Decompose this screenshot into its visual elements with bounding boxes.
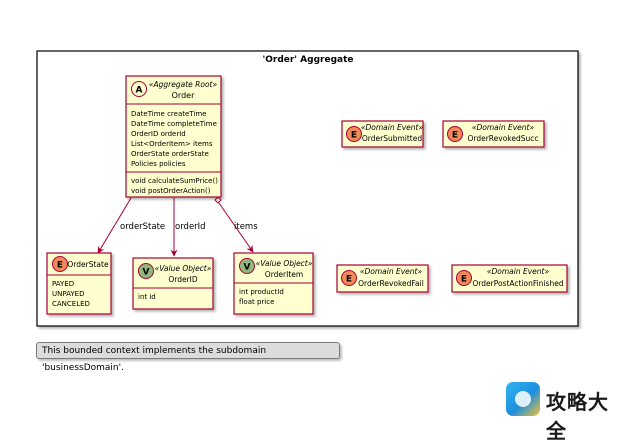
field-product-id: int productId — [239, 288, 284, 296]
glyph-e: E — [452, 131, 458, 141]
method-post-order-action: void postOrderAction() — [131, 187, 211, 195]
domain-event-icon — [346, 126, 362, 142]
glyph-v: V — [143, 268, 150, 278]
bounded-context-note: This bounded context implements the subd… — [36, 342, 340, 373]
stereotype-domain-event: «Domain Event» — [361, 123, 424, 132]
glyph-v: V — [244, 263, 251, 273]
relation-label-order-id: orderId — [175, 222, 206, 232]
glyph-e: E — [461, 275, 467, 285]
event-order-post-action-finished[interactable]: E «Domain Event» OrderPostActionFinished — [451, 264, 568, 293]
field-complete-time: DateTime completeTime — [131, 120, 217, 128]
stereotype-value-object: «Value Object» — [155, 264, 212, 273]
value-object-icon — [239, 258, 255, 274]
enum-value-payed: PAYED — [52, 280, 74, 288]
stereotype-domain-event: «Domain Event» — [487, 267, 550, 276]
glyph-e: E — [57, 261, 63, 271]
field-create-time: DateTime createTime — [131, 110, 206, 118]
aggregate-title: 'Order' Aggregate — [262, 55, 353, 65]
event-name-order-revoked-succ: OrderRevokedSucc — [467, 134, 538, 143]
value-object-order-id[interactable]: V «Value Object» OrderID int id — [132, 257, 214, 310]
glyph-e: E — [351, 131, 357, 141]
enum-value-unpayed: UNPAYED — [52, 290, 84, 298]
relation-label-items: items — [234, 222, 258, 232]
relation-items: items — [214, 196, 258, 253]
field-policies: Policies policies — [131, 160, 186, 168]
domain-event-icon — [456, 270, 472, 286]
stereotype-aggregate-root: «Aggregate Root» — [149, 80, 218, 89]
class-name-order: Order — [172, 91, 195, 100]
field-price: float price — [239, 298, 274, 306]
aggregate-root-icon — [131, 81, 147, 97]
field-int-id: int id — [138, 293, 156, 301]
event-order-revoked-succ[interactable]: E «Domain Event» OrderRevokedSucc — [442, 120, 545, 148]
event-order-revoked-fail[interactable]: E «Domain Event» OrderRevokedFail — [336, 264, 429, 293]
enum-order-state[interactable]: E OrderState PAYED UNPAYED CANCELED — [46, 252, 112, 315]
event-name-order-revoked-fail: OrderRevokedFail — [358, 279, 424, 288]
composition-diamond — [214, 196, 222, 204]
glyph-a: A — [136, 86, 143, 96]
domain-event-icon — [341, 270, 357, 286]
stereotype-domain-event: «Domain Event» — [472, 123, 535, 132]
domain-event-icon — [447, 126, 463, 142]
relation-label-order-state: orderState — [120, 222, 165, 232]
watermark: 攻略大全 — [506, 382, 626, 443]
class-name-order-state: OrderState — [67, 260, 109, 269]
glyph-e: E — [346, 275, 352, 285]
enum-icon — [52, 256, 68, 272]
class-name-order-id: OrderID — [168, 275, 198, 284]
class-name-order-item: OrderItem — [265, 270, 303, 279]
watermark-text: 攻略大全 — [546, 390, 609, 443]
method-calculate-sum-price: void calculateSumPrice() — [131, 177, 218, 185]
value-object-icon — [138, 263, 154, 279]
enum-value-canceled: CANCELED — [52, 300, 90, 308]
relation-order-id: orderId — [170, 198, 206, 257]
uml-diagram: 'Order' Aggregate orderState orderId ite… — [36, 50, 579, 327]
value-object-order-item[interactable]: V «Value Object» OrderItem int productId… — [233, 252, 314, 315]
event-order-submitted[interactable]: E «Domain Event» OrderSubmitted — [341, 120, 424, 148]
field-order-id: OrderID orderId — [131, 130, 186, 138]
field-items: List<OrderItem> items — [131, 140, 213, 148]
watermark-logo-icon — [506, 382, 540, 416]
class-order[interactable]: A «Aggregate Root» Order DateTime create… — [125, 75, 222, 198]
field-order-state: OrderState orderState — [131, 150, 209, 158]
relation-order-state: orderState — [97, 197, 165, 254]
event-name-order-submitted: OrderSubmitted — [362, 134, 422, 143]
stereotype-domain-event: «Domain Event» — [360, 267, 423, 276]
stereotype-value-object: «Value Object» — [256, 259, 313, 268]
event-name-order-post-action-finished: OrderPostActionFinished — [472, 279, 563, 288]
